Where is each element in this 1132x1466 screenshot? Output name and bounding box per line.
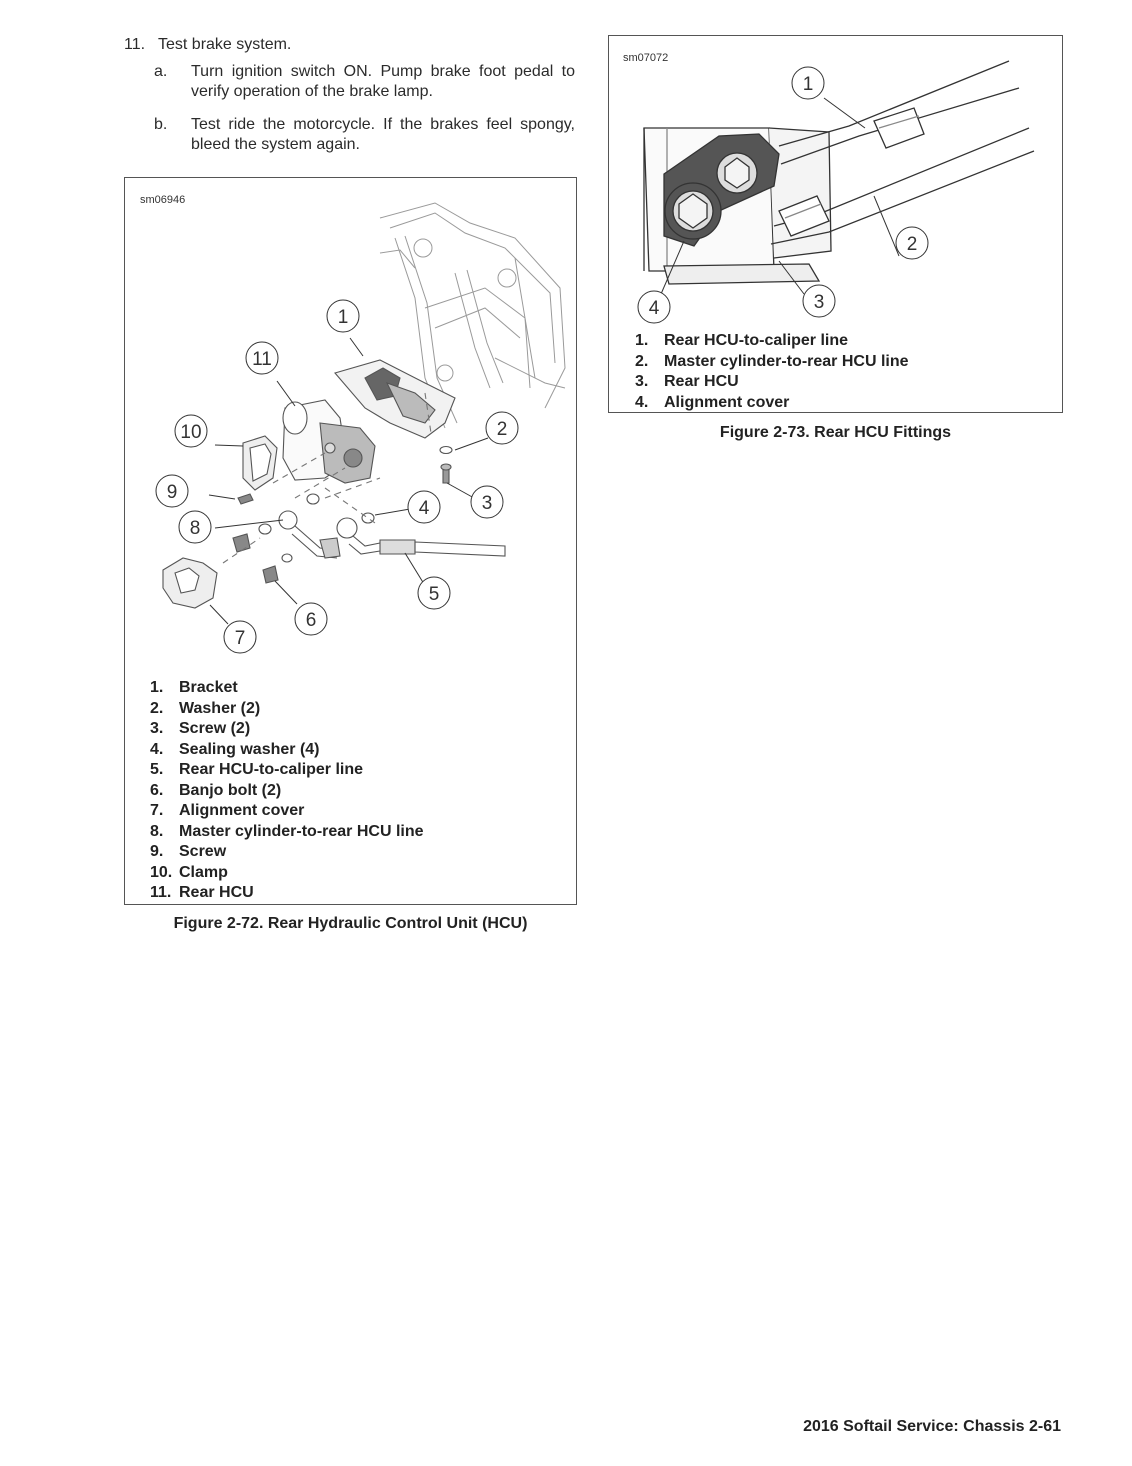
step-number: 11.: [124, 36, 146, 53]
callout-4: 4: [649, 298, 660, 319]
callout-2: 2: [907, 234, 918, 255]
callout-9: 9: [167, 482, 178, 503]
callout-4: 4: [419, 498, 430, 519]
callout-8: 8: [190, 518, 201, 539]
legend-item: 9.Screw: [150, 843, 227, 860]
legend-item: 4.Sealing washer (4): [150, 740, 320, 758]
page-footer: 2016 Softail Service: Chassis 2-61: [803, 1418, 1061, 1435]
substep-text: Test ride the motorcycle. If the brakes …: [191, 116, 575, 153]
legend-item: 4.Alignment cover: [635, 393, 790, 411]
legend-item: 3.Screw (2): [150, 720, 251, 737]
callout-10: 10: [180, 422, 201, 443]
callout-1: 1: [803, 74, 814, 95]
callout-11: 11: [252, 349, 272, 370]
figure-72-legend: 1.Bracket 2.Washer (2) 3.Screw (2) 4.Sea…: [150, 678, 424, 904]
legend-item: 3.Rear HCU: [635, 373, 739, 390]
callout-3: 3: [814, 292, 825, 313]
callout-7: 7: [235, 628, 246, 649]
legend-item: 11.Rear HCU: [150, 884, 254, 901]
callout-3: 3: [482, 493, 493, 514]
figure-2-73: sm07072: [608, 35, 1063, 413]
substep-letter: a.: [154, 63, 168, 80]
legend-item: 7.Alignment cover: [150, 802, 305, 819]
hcu-fittings-illustration: 1 2 3 4: [637, 60, 1035, 324]
figure-id: sm07072: [623, 52, 669, 64]
figure-73-legend: 1.Rear HCU-to-caliper line 2.Master cyli…: [635, 331, 909, 413]
figure-2-72: sm06946: [124, 177, 577, 905]
legend-item: 1.Rear HCU-to-caliper line: [635, 332, 849, 349]
figure-72-caption: Figure 2-72. Rear Hydraulic Control Unit…: [173, 915, 528, 932]
substep-letter: b.: [154, 116, 168, 133]
legend-item: 2.Washer (2): [150, 699, 261, 717]
step-title: Test brake system.: [158, 36, 292, 53]
figure-id: sm06946: [140, 194, 186, 206]
callout-5: 5: [429, 584, 440, 605]
callout-6: 6: [306, 610, 317, 631]
callout-1: 1: [338, 307, 349, 328]
callout-2: 2: [497, 419, 508, 440]
hcu-exploded-illustration: 1 2 3 4 5 6 7 8 9 10 11: [155, 202, 566, 654]
legend-item: 1.Bracket: [150, 679, 238, 696]
substep-text: Turn ignition switch ON. Pump brake foot…: [191, 63, 575, 100]
legend-item: 5.Rear HCU-to-caliper line: [150, 761, 364, 778]
legend-item: 2.Master cylinder-to-rear HCU line: [635, 352, 909, 370]
legend-item: 6.Banjo bolt (2): [150, 781, 282, 799]
figure-73-caption: Figure 2-73. Rear HCU Fittings: [719, 424, 952, 441]
legend-item: 8.Master cylinder-to-rear HCU line: [150, 822, 424, 840]
legend-item: 10.Clamp: [150, 863, 228, 881]
